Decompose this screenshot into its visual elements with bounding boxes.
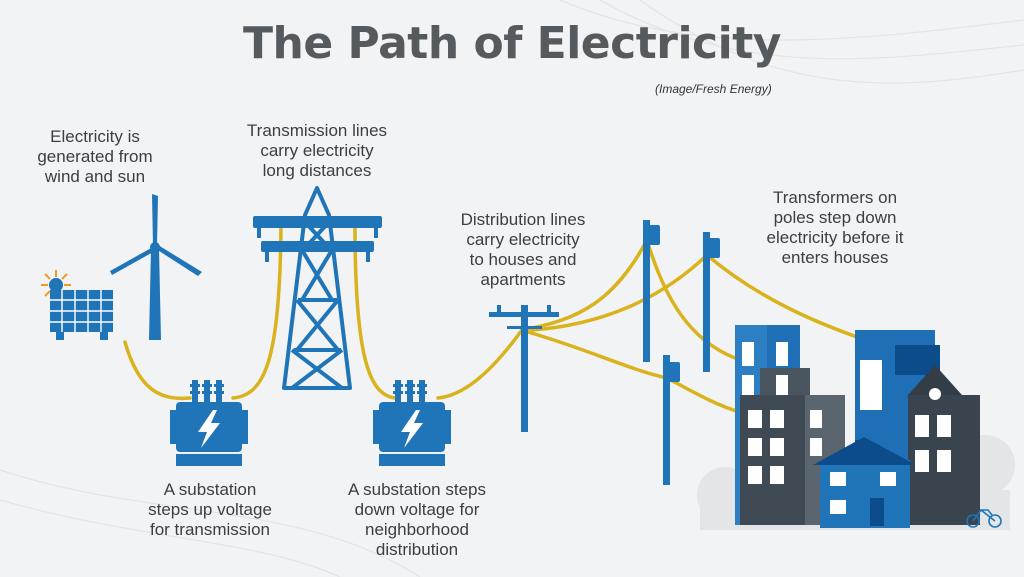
image-credit: (Image/Fresh Energy) (655, 82, 772, 96)
transmission-tower-icon (253, 186, 382, 390)
transformers-label: Transformers on poles step down electric… (766, 188, 904, 267)
transmission-label: Transmission lines carry electricity lon… (246, 121, 388, 180)
bolt-icon (198, 410, 220, 448)
pole-transformer-icon (648, 225, 660, 245)
wind-turbine-icon (110, 194, 202, 340)
utility-pole-icon (663, 355, 680, 485)
pole-transformer-icon (708, 238, 720, 258)
substation-icon (170, 380, 248, 466)
house-icon (820, 460, 910, 528)
generation-label: Electricity is generated from wind and s… (37, 127, 153, 186)
utility-pole-icon (703, 232, 720, 372)
utility-pole-icon (489, 305, 559, 432)
step-down-substation-label: A substation steps down voltage for neig… (348, 480, 486, 559)
step-up-substation-label: A substation steps up voltage for transm… (148, 480, 272, 539)
distribution-label: Distribution lines carry electricity to … (460, 210, 586, 289)
bicycle-icon (966, 508, 1002, 528)
page-title: The Path of Electricity (243, 18, 781, 69)
solar-panel-icon (50, 290, 113, 340)
building-windows (742, 342, 951, 526)
utility-pole-icon (643, 220, 660, 362)
bolt-icon (401, 410, 423, 448)
substation-icon (373, 380, 451, 466)
pole-transformer-icon (668, 362, 680, 382)
